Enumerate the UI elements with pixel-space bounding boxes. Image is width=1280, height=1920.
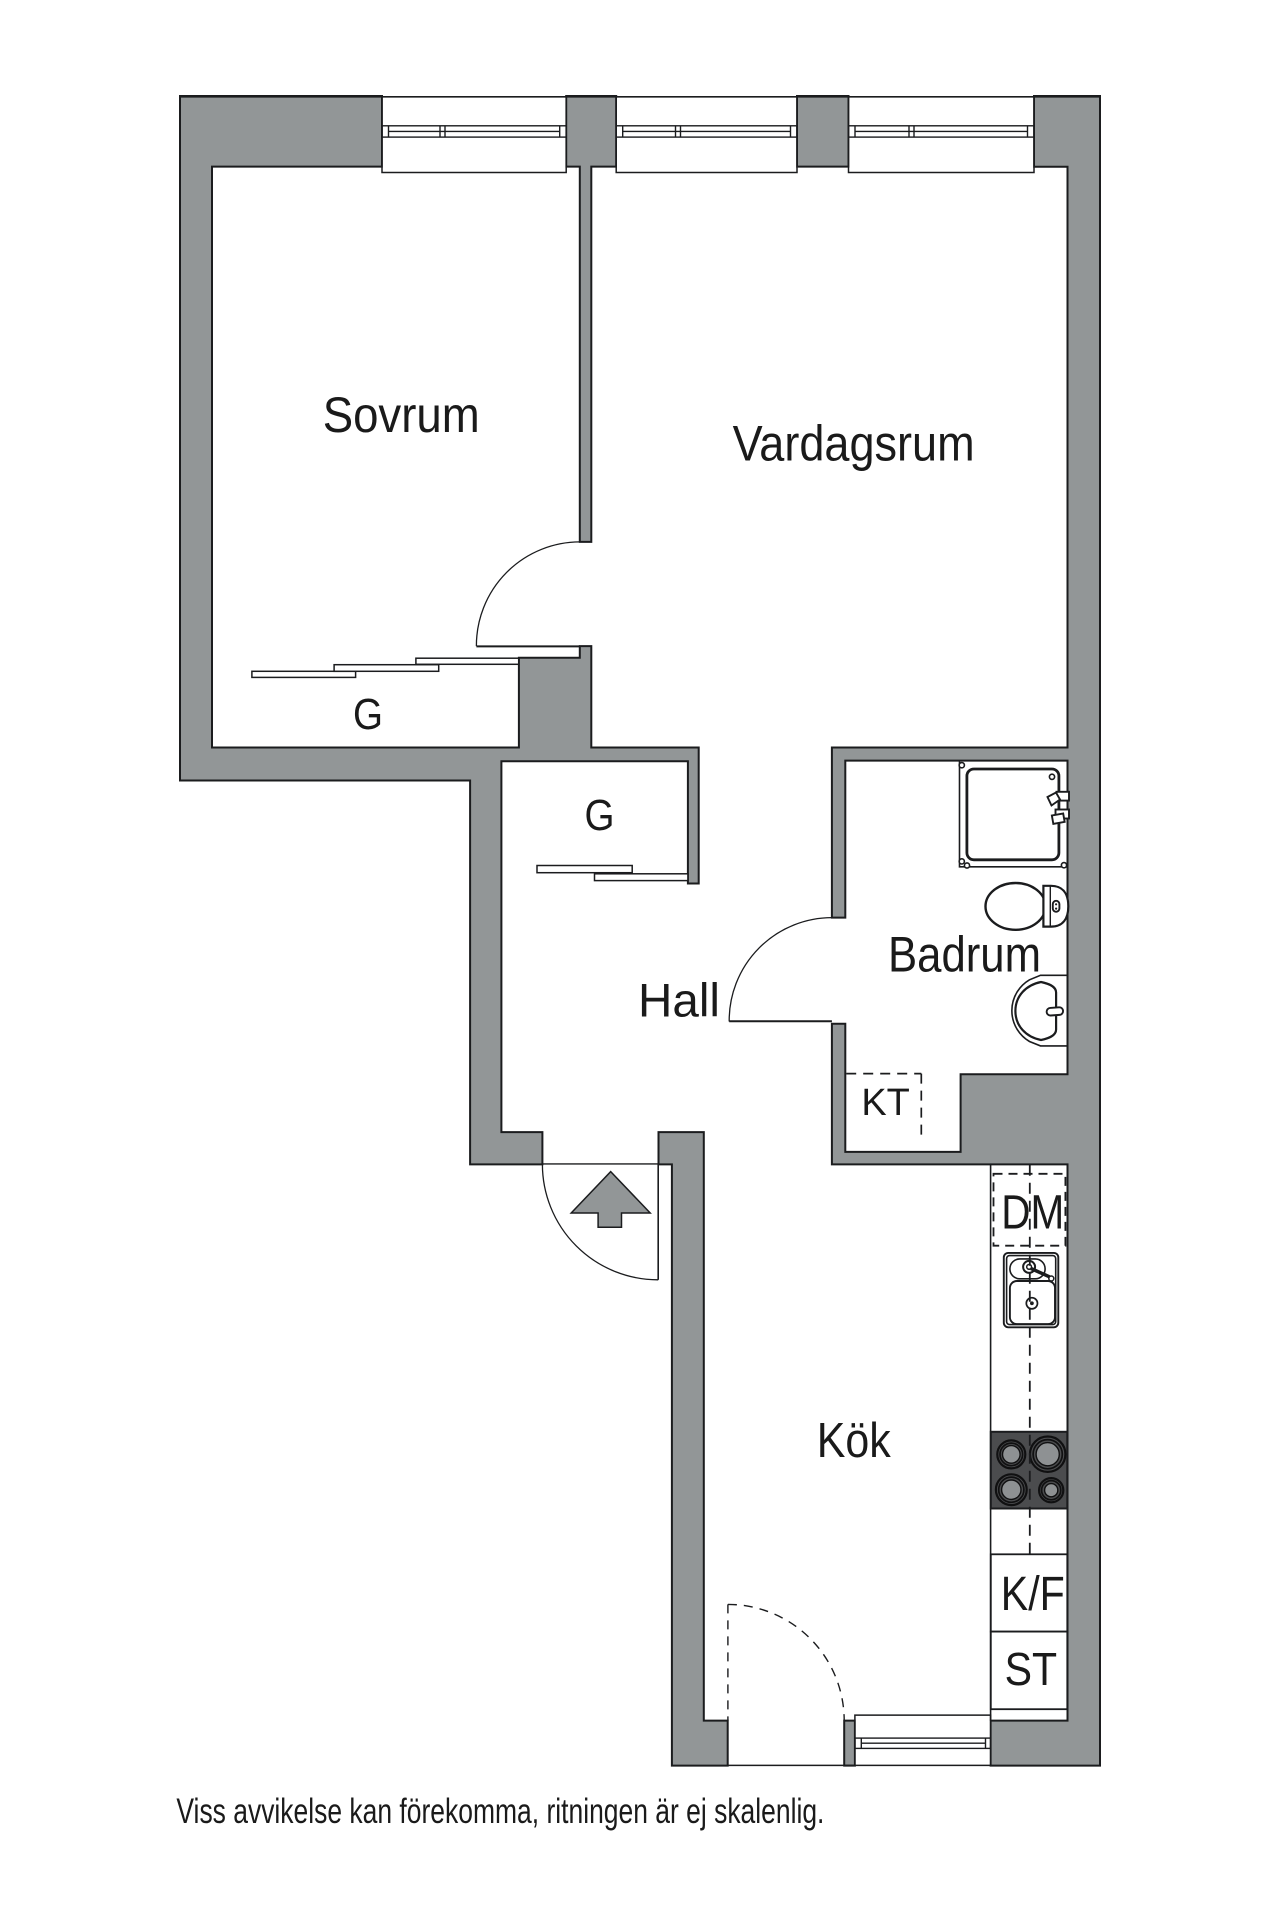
svg-text:Badrum: Badrum <box>888 927 1041 983</box>
svg-text:Vardagsrum: Vardagsrum <box>733 415 975 471</box>
svg-text:Hall: Hall <box>638 973 720 1026</box>
svg-text:Viss avvikelse kan förekomma,: Viss avvikelse kan förekomma, ritningen … <box>176 1792 824 1831</box>
svg-text:KT: KT <box>861 1082 910 1124</box>
svg-text:Sovrum: Sovrum <box>323 387 480 443</box>
svg-text:DM: DM <box>1001 1186 1064 1239</box>
svg-text:ST: ST <box>1005 1643 1058 1695</box>
svg-text:K/F: K/F <box>1001 1568 1065 1621</box>
svg-text:G: G <box>585 791 615 840</box>
svg-text:Kök: Kök <box>817 1414 891 1468</box>
svg-text:G: G <box>353 690 383 739</box>
